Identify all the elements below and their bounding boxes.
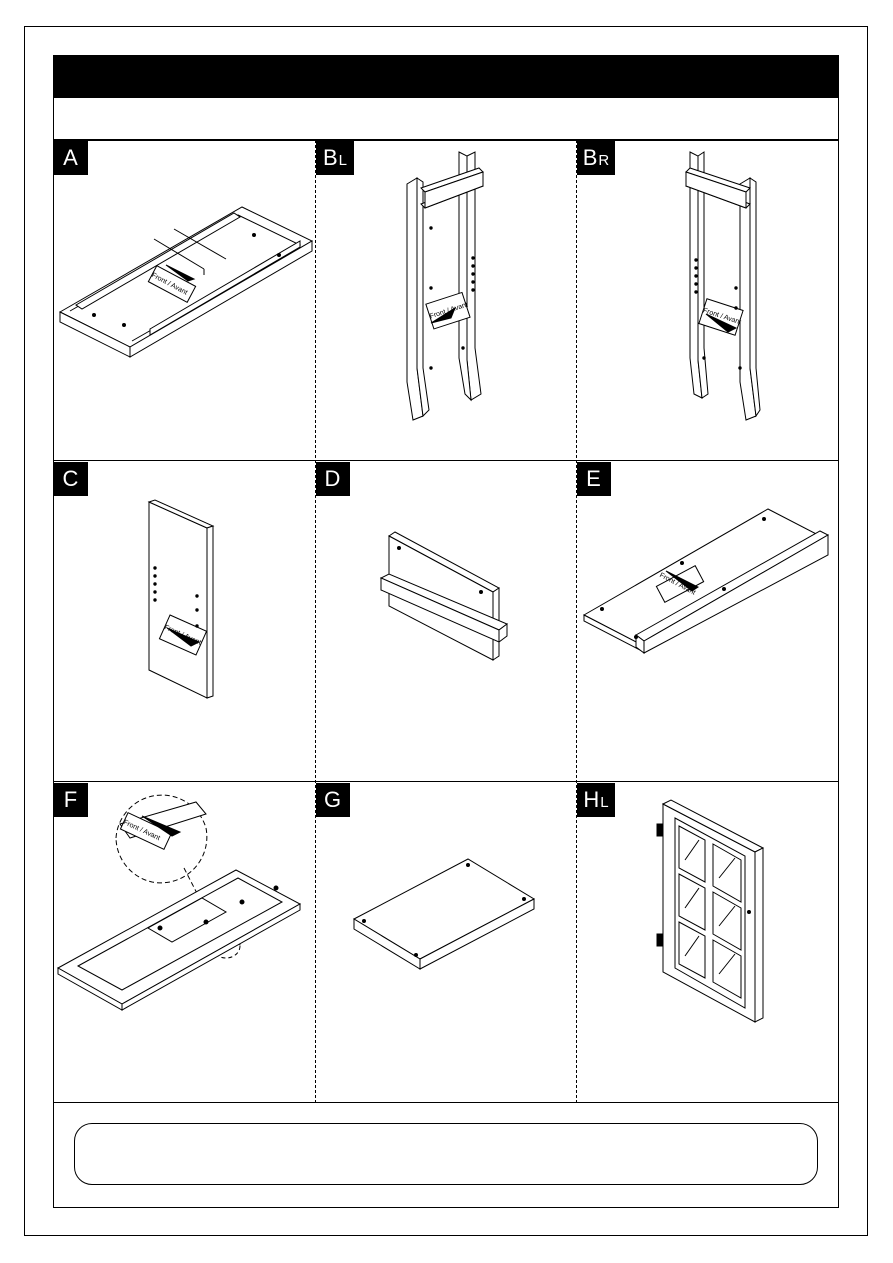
part-letter: H [583,787,600,812]
part-letter: D [324,466,341,491]
row-divider-1 [53,460,839,461]
part-a-illustration: Front / Avant [54,195,314,365]
parts-grid [53,140,839,1103]
part-letter: B [322,145,338,170]
part-label-a: A [54,141,88,175]
part-letter: G [323,787,342,812]
part-suffix: R [598,151,610,169]
part-suffix: L [600,793,609,811]
part-letter: A [63,145,78,170]
note-box [74,1123,818,1185]
part-br-illustration: Front / Avant [680,148,780,423]
part-hl-illustration [655,800,765,1025]
title-bar [53,55,839,98]
part-letter: B [582,145,598,170]
part-e-illustration: Front / Avant [580,505,835,655]
part-c-illustration: Front / Avant [145,498,220,703]
footer-panel [53,1103,839,1208]
part-suffix: L [338,151,348,169]
part-letter: C [62,466,79,491]
part-f-illustration: Front / Avant [56,788,311,1018]
column-divider-2 [576,140,577,1103]
page-border [24,26,868,1236]
part-letter: F [63,787,78,812]
part-label-d: D [316,462,350,496]
part-label-f: F [54,783,88,817]
part-letter: E [586,466,601,491]
part-label-e: E [577,462,611,496]
subtitle-row [53,98,839,140]
part-g-illustration [350,855,540,975]
part-d-illustration [375,530,515,665]
part-label-g: G [316,783,350,817]
row-divider-2 [53,781,839,782]
column-divider-1 [315,140,316,1103]
part-bl-illustration: Front / Avant [395,148,495,423]
part-label-c: C [54,462,88,496]
